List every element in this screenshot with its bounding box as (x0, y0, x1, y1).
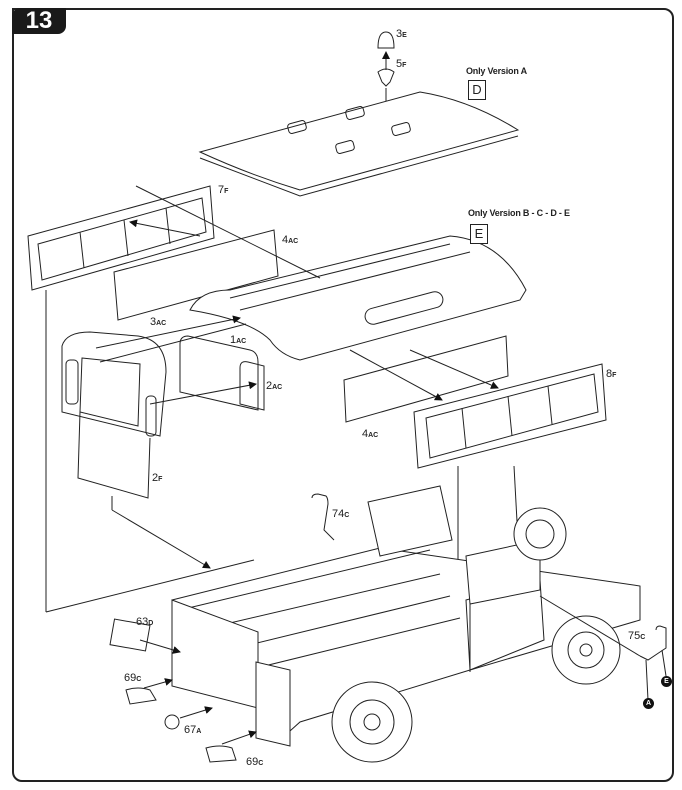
beacon-base-part (377, 68, 395, 87)
label-part-74c: 74C (332, 508, 350, 520)
roof-version-a (198, 91, 520, 197)
light-69c-left (125, 687, 157, 705)
mirror-75c (639, 625, 667, 661)
note-version-a: Only Version A (466, 66, 527, 76)
label-part-5f: 5F (396, 58, 407, 70)
label-part-2f: 2F (152, 472, 163, 484)
label-part-7f: 7F (218, 184, 229, 196)
arrow-2f (111, 509, 211, 569)
hitch-67a (164, 714, 180, 730)
arrow-3ac (95, 315, 241, 349)
arrow-8f-a (349, 349, 443, 401)
arrow-69c-right (221, 730, 257, 745)
glass-panel-1ac (179, 335, 259, 411)
label-part-67a: 67A (184, 724, 202, 736)
marker-e: E (661, 676, 672, 687)
label-part-4ac-bottom: 4AC (362, 428, 379, 440)
leader-1ac (99, 323, 247, 363)
rear-cab-panel-2f (61, 331, 167, 499)
window-frame-8f (413, 363, 607, 469)
step-frame (12, 8, 674, 782)
label-part-69c-right: 69C (246, 756, 264, 768)
roof-version-bcde (189, 235, 527, 361)
vehicle-body (171, 485, 641, 763)
version-box-e: E (470, 224, 488, 244)
label-part-75c: 75C (628, 630, 646, 642)
arrow-63d (139, 639, 181, 654)
label-part-8f: 8F (606, 368, 617, 380)
light-69c-right (205, 745, 237, 763)
version-box-d: D (468, 80, 486, 100)
label-part-63d: 63D (136, 616, 154, 628)
label-part-2ac: 2AC (266, 380, 283, 392)
step-number-badge: 13 (12, 8, 66, 34)
leader-7f (135, 185, 321, 279)
arrow-2ac (149, 381, 257, 405)
arrow-69c-left (143, 678, 173, 689)
beacon-lens-part (377, 31, 395, 49)
note-version-bcde: Only Version B - C - D - E (468, 208, 570, 218)
glass-panel-4ac-left (113, 229, 279, 321)
label-part-3ac: 3AC (150, 316, 167, 328)
plate-63d (109, 618, 151, 652)
glass-panel-2ac (239, 361, 265, 411)
arrow-7f (129, 219, 201, 237)
mirror-74c (311, 493, 335, 541)
marker-a: A (643, 698, 654, 709)
leader-75c (539, 595, 641, 657)
arrow-8f-b (409, 349, 499, 389)
arrow-67a (179, 706, 213, 719)
label-part-3e: 3E (396, 28, 407, 40)
label-part-1ac: 1AC (230, 334, 247, 346)
label-part-69c-left: 69C (124, 672, 142, 684)
window-frame-7f (27, 185, 215, 291)
leader-marker-a (645, 659, 649, 701)
guide-left-b (45, 559, 255, 613)
leader-marker-e (661, 649, 667, 677)
label-part-4ac-top: 4AC (282, 234, 299, 246)
glass-panel-4ac-right (343, 335, 509, 423)
